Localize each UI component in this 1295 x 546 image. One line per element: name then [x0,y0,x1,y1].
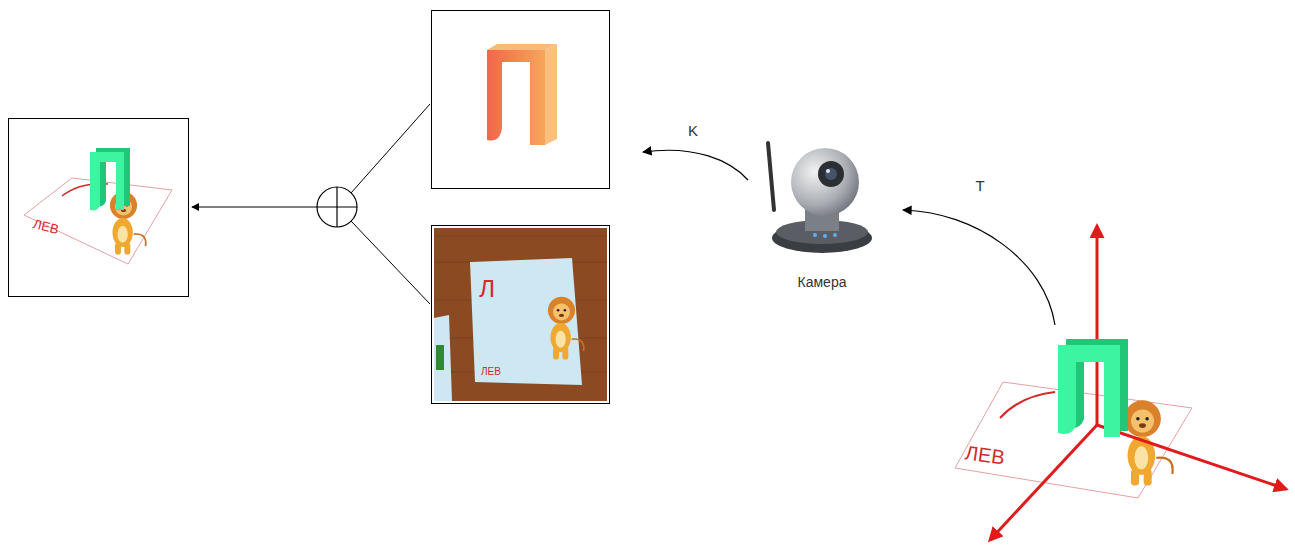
letter-top [487,44,557,50]
antenna [768,143,774,210]
card-picture [436,345,444,370]
camera-caption: Камера [794,272,851,293]
output-image [9,119,189,297]
card [434,315,452,401]
camera-photo [432,226,610,404]
projection-arrow [643,150,748,180]
matrix-label: T [975,178,984,193]
card-caption: ЛЕВ [964,442,1006,467]
camera-lens [818,161,844,187]
image-frame [432,11,610,189]
image-frame [432,226,610,404]
scene [955,226,1286,540]
axis [1097,425,1286,489]
sum-circle [317,187,357,227]
axis [990,425,1097,540]
matrix-label: K [688,123,698,138]
led [833,233,837,237]
sum-cross [336,187,337,227]
combine [192,104,430,304]
lens-highlight [826,169,830,173]
card-caption: ЛЕВ [481,367,501,377]
node-text: Камера [798,274,847,291]
wood-table [434,228,607,401]
camera-lens [825,168,837,180]
camera-dome [791,148,859,216]
led [823,234,827,238]
letter-side [545,44,557,145]
line [351,221,430,304]
lion-picture [548,297,584,360]
image-frame [9,119,189,297]
rendered-image [432,11,610,189]
letter-3d [1058,345,1120,437]
card-arc [1000,392,1055,418]
camera-icon [768,143,872,253]
led [813,233,817,237]
letter-3d [487,50,545,145]
axis [1096,226,1099,425]
letter-3d [90,152,124,210]
arrow [192,207,317,208]
line [351,104,430,193]
card-letter: Л [479,277,495,301]
transform-arrow [903,210,1055,325]
